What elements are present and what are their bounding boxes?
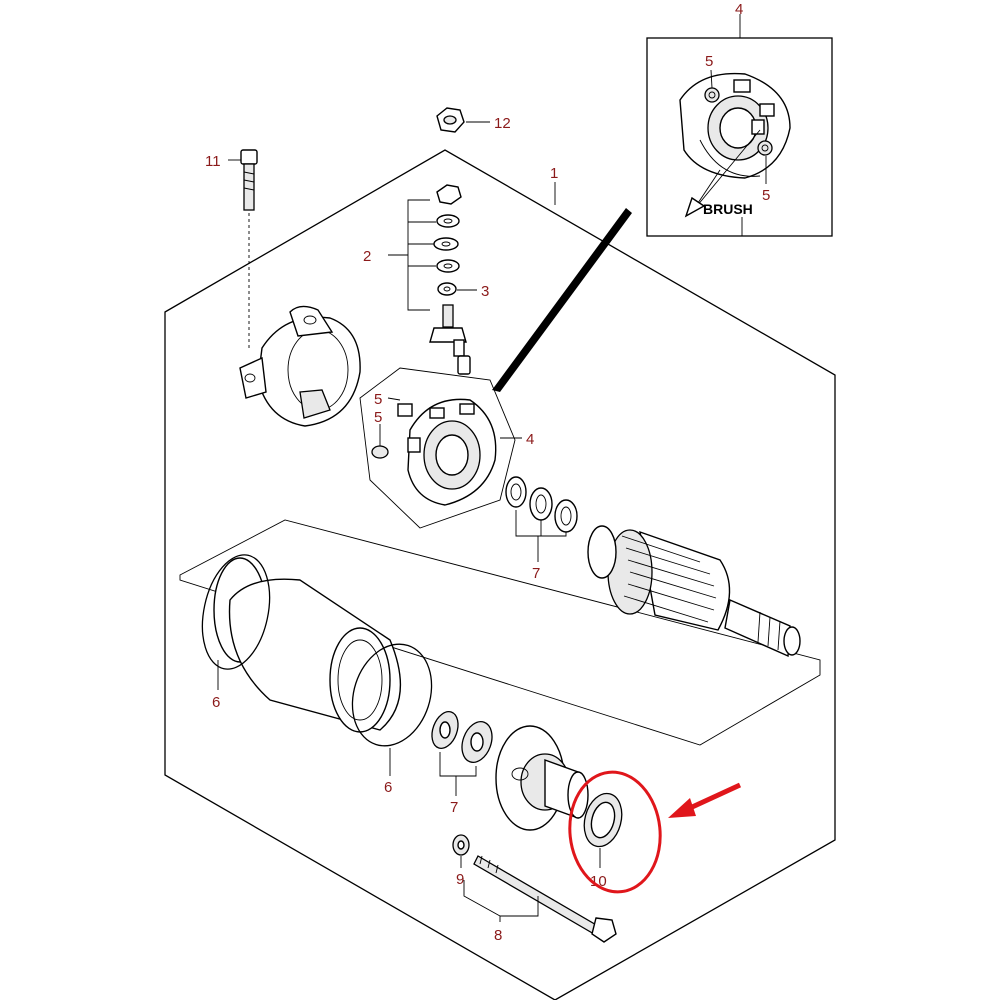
callout-7b: 7: [450, 799, 458, 816]
inset-pointer: [492, 208, 632, 392]
callout-6b: 6: [384, 779, 392, 796]
callout-5b: 5: [374, 409, 382, 426]
washer-part-10: [583, 792, 623, 848]
terminal-hardware-stack: [429, 184, 471, 375]
callout-3: 3: [481, 283, 489, 300]
o-ring-6-right: [351, 643, 433, 747]
callout-5a: 5: [374, 391, 382, 408]
yoke-housing: [213, 557, 402, 733]
callout-2: 2: [363, 248, 371, 265]
brush-holder-plate: [359, 367, 516, 529]
callout-5-inset-top: 5: [705, 53, 713, 70]
brush-detail-inset: [646, 14, 833, 237]
armature-washers-lower: [431, 711, 493, 763]
washer-part-9: [452, 834, 470, 856]
callout-11: 11: [205, 153, 221, 170]
callout-5-inset-bottom: 5: [762, 187, 770, 204]
callout-7a: 7: [532, 565, 540, 582]
callout-12: 12: [494, 115, 511, 132]
through-bolt-part-8: [473, 855, 617, 943]
callout-1: 1: [550, 165, 558, 182]
callout-4-inset: 4: [735, 1, 743, 18]
callout-6a: 6: [212, 694, 220, 711]
callout-9: 9: [456, 871, 464, 888]
armature: [587, 525, 801, 658]
highlight-arrow: [668, 782, 742, 818]
bolt-part-11: [240, 149, 258, 350]
front-bracket: [495, 725, 589, 831]
armature-washers-upper: [505, 476, 578, 533]
callout-8: 8: [494, 927, 502, 944]
brush-label: BRUSH: [703, 201, 753, 217]
callout-10: 10: [590, 873, 607, 890]
o-ring-6-left: [201, 554, 271, 670]
callout-4: 4: [526, 431, 534, 448]
highlight-circle: [568, 770, 662, 894]
assembly-boundary: [164, 149, 836, 1000]
rear-end-cover: [239, 305, 361, 427]
nut-part-12: [436, 107, 465, 133]
armature-region-outline: [179, 519, 821, 746]
